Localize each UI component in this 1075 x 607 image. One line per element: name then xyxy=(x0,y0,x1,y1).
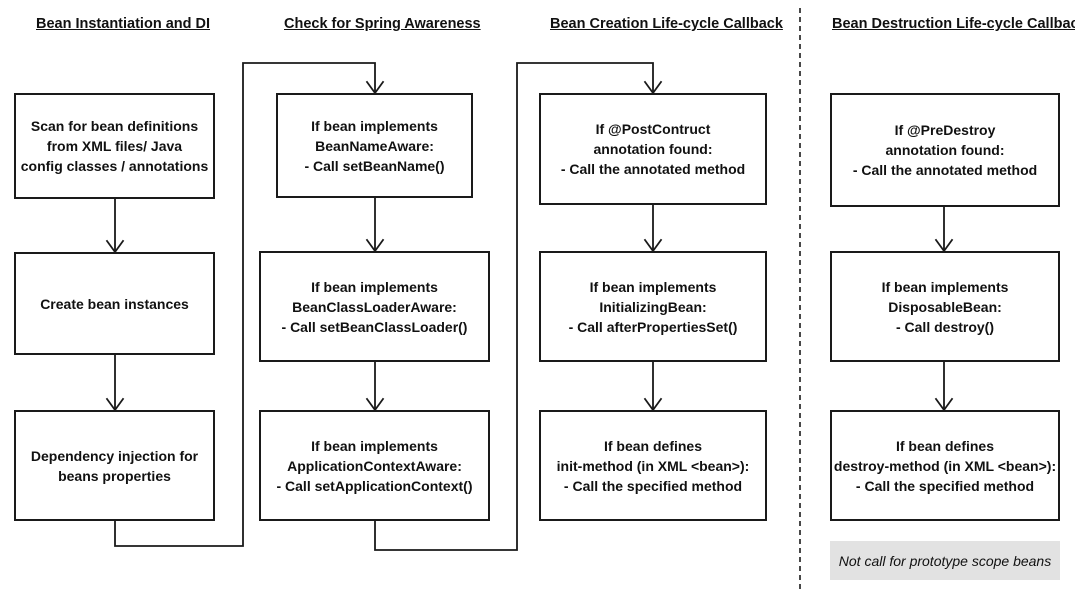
box-line: init-method (in XML <bean>): xyxy=(556,457,750,474)
box-line: If bean defines xyxy=(895,437,995,454)
box-bean-name-aware: If bean implements BeanNameAware: - Call… xyxy=(276,93,473,198)
box-dependency-injection: Dependency injection for beans propertie… xyxy=(14,410,215,521)
box-line: If bean implements xyxy=(589,278,717,295)
box-line: - Call the specified method xyxy=(563,477,743,494)
box-bean-class-loader-aware: If bean implements BeanClassLoaderAware:… xyxy=(259,251,490,362)
box-line: - Call setBeanName() xyxy=(304,157,445,174)
box-post-construct: If @PostContruct annotation found: - Cal… xyxy=(539,93,767,205)
box-line: - Call afterPropertiesSet() xyxy=(568,318,738,335)
box-destroy-method: If bean defines destroy-method (in XML <… xyxy=(830,410,1060,521)
box-line: BeanClassLoaderAware: xyxy=(292,298,457,315)
box-line: If bean defines xyxy=(603,437,703,454)
column-title-instantiation: Bean Instantiation and DI xyxy=(36,16,211,32)
box-line: - Call the annotated method xyxy=(560,161,746,177)
box-line: BeanNameAware: xyxy=(315,137,434,154)
box-line: DisposableBean: xyxy=(888,298,1002,315)
box-line: annotation found: xyxy=(885,142,1005,158)
box-line: ApplicationContextAware: xyxy=(287,457,462,474)
box-line: from XML files/ Java xyxy=(46,138,183,154)
box-line: - Call the annotated method xyxy=(852,162,1038,178)
prototype-scope-note: Not call for prototype scope beans xyxy=(830,541,1060,580)
box-line: Dependency injection for xyxy=(30,447,199,464)
box-line: If bean implements xyxy=(311,278,438,295)
box-line: - Call the specified method xyxy=(855,477,1035,494)
column-title-destruction-callback: Bean Destruction Life-cycle Callback xyxy=(832,16,1075,32)
box-line: - Call setBeanClassLoader() xyxy=(281,318,468,335)
box-initializing-bean: If bean implements InitializingBean: - C… xyxy=(539,251,767,362)
box-line: If bean implements xyxy=(311,117,438,134)
box-line: - Call destroy() xyxy=(895,318,994,335)
box-disposable-bean: If bean implements DisposableBean: - Cal… xyxy=(830,251,1060,362)
box-line: annotation found: xyxy=(593,141,713,157)
box-line: Create bean instances xyxy=(40,295,189,312)
column-title-creation-callback: Bean Creation Life-cycle Callback xyxy=(550,16,783,32)
box-line: destroy-method (in XML <bean>): xyxy=(833,457,1057,474)
box-scan-bean-definitions: Scan for bean definitions from XML files… xyxy=(14,93,215,199)
box-line: If bean implements xyxy=(881,278,1009,295)
box-line: If @PreDestroy xyxy=(894,122,996,138)
box-line: If bean implements xyxy=(311,437,438,454)
box-application-context-aware: If bean implements ApplicationContextAwa… xyxy=(259,410,490,521)
box-line: InitializingBean: xyxy=(599,298,707,315)
box-line: beans properties xyxy=(58,467,171,484)
box-line: config classes / annotations xyxy=(20,158,209,174)
box-init-method: If bean defines init-method (in XML <bea… xyxy=(539,410,767,521)
box-pre-destroy: If @PreDestroy annotation found: - Call … xyxy=(830,93,1060,207)
box-create-bean-instances: Create bean instances xyxy=(14,252,215,355)
box-line: - Call setApplicationContext() xyxy=(276,477,473,494)
column-title-awareness: Check for Spring Awareness xyxy=(284,16,481,32)
box-line: If @PostContruct xyxy=(595,121,711,137)
box-line: Scan for bean definitions xyxy=(30,118,199,134)
